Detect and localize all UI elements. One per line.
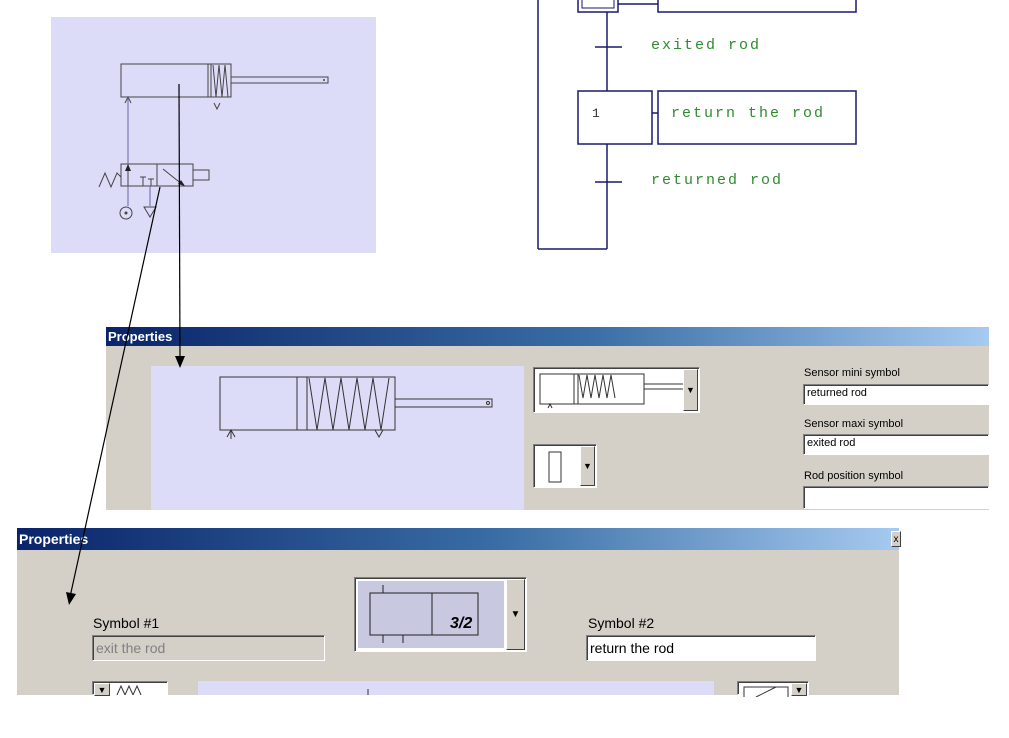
- cylinder-properties-dialog: Properties ▼ ▼ Sensor mini sy: [106, 327, 989, 510]
- right-actuator-select[interactable]: ▼: [737, 681, 809, 697]
- pneumatic-schematic-panel[interactable]: [51, 17, 376, 253]
- close-icon[interactable]: x: [891, 531, 901, 547]
- grafcet-lines: [537, 0, 857, 250]
- transition-label-exited: exited rod: [651, 37, 762, 54]
- chevron-down-icon[interactable]: ▼: [791, 683, 807, 696]
- valve-type-label: 3/2: [450, 615, 473, 632]
- symbol1-input[interactable]: exit the rod: [92, 635, 325, 661]
- dialog-title-bar[interactable]: Properties: [17, 528, 899, 550]
- transition-label-returned: returned rod: [651, 172, 784, 189]
- valve-preview: [198, 681, 714, 695]
- cylinder-preview-drawing: [219, 376, 493, 439]
- sensor-mini-input[interactable]: returned rod: [803, 384, 989, 405]
- cylinder-type-select[interactable]: ▼: [533, 367, 700, 413]
- pneumatic-schematic-drawing: [98, 63, 329, 220]
- chevron-down-icon[interactable]: ▼: [683, 369, 698, 411]
- symbol2-input[interactable]: return the rod: [586, 635, 816, 661]
- chevron-down-icon[interactable]: ▼: [94, 683, 110, 696]
- valve-preview-drawing: [367, 689, 369, 695]
- chevron-down-icon[interactable]: ▼: [506, 579, 525, 650]
- dialog-title: Properties: [19, 531, 89, 547]
- cylinder-preview: [151, 366, 524, 510]
- sensor-type-select[interactable]: ▼: [533, 444, 597, 488]
- chevron-down-icon[interactable]: ▼: [580, 446, 595, 486]
- sensor-maxi-label: Sensor maxi symbol: [804, 418, 904, 430]
- grafcet-diagram: exited rod 1 return the rod returned rod: [530, 0, 870, 260]
- step-action-label: return the rod: [671, 105, 826, 122]
- step-number: 1: [592, 106, 600, 121]
- lever-actuator-icon: [743, 686, 789, 697]
- spring-actuator-icon: [116, 684, 142, 695]
- valve-type-preview: 3/2: [358, 581, 504, 648]
- cylinder-type-icon: [539, 373, 685, 409]
- left-actuator-select[interactable]: ▼: [92, 681, 168, 696]
- symbol2-label: Symbol #2: [588, 615, 655, 631]
- sensor-type-icon: [548, 451, 562, 483]
- valve-type-select[interactable]: 3/2 ▼: [354, 577, 527, 652]
- valve-properties-dialog: Properties x Symbol #1 exit the rod 3/2 …: [17, 528, 901, 697]
- dialog-title: Properties: [108, 329, 173, 344]
- rod-position-label: Rod position symbol: [804, 470, 904, 482]
- dialog-title-bar[interactable]: Properties: [106, 327, 989, 346]
- sensor-mini-label: Sensor mini symbol: [804, 367, 900, 379]
- valve-type-icon: [369, 585, 479, 643]
- sensor-maxi-input[interactable]: exited rod: [803, 434, 989, 455]
- rod-position-input[interactable]: [803, 486, 989, 509]
- symbol1-label: Symbol #1: [93, 615, 160, 631]
